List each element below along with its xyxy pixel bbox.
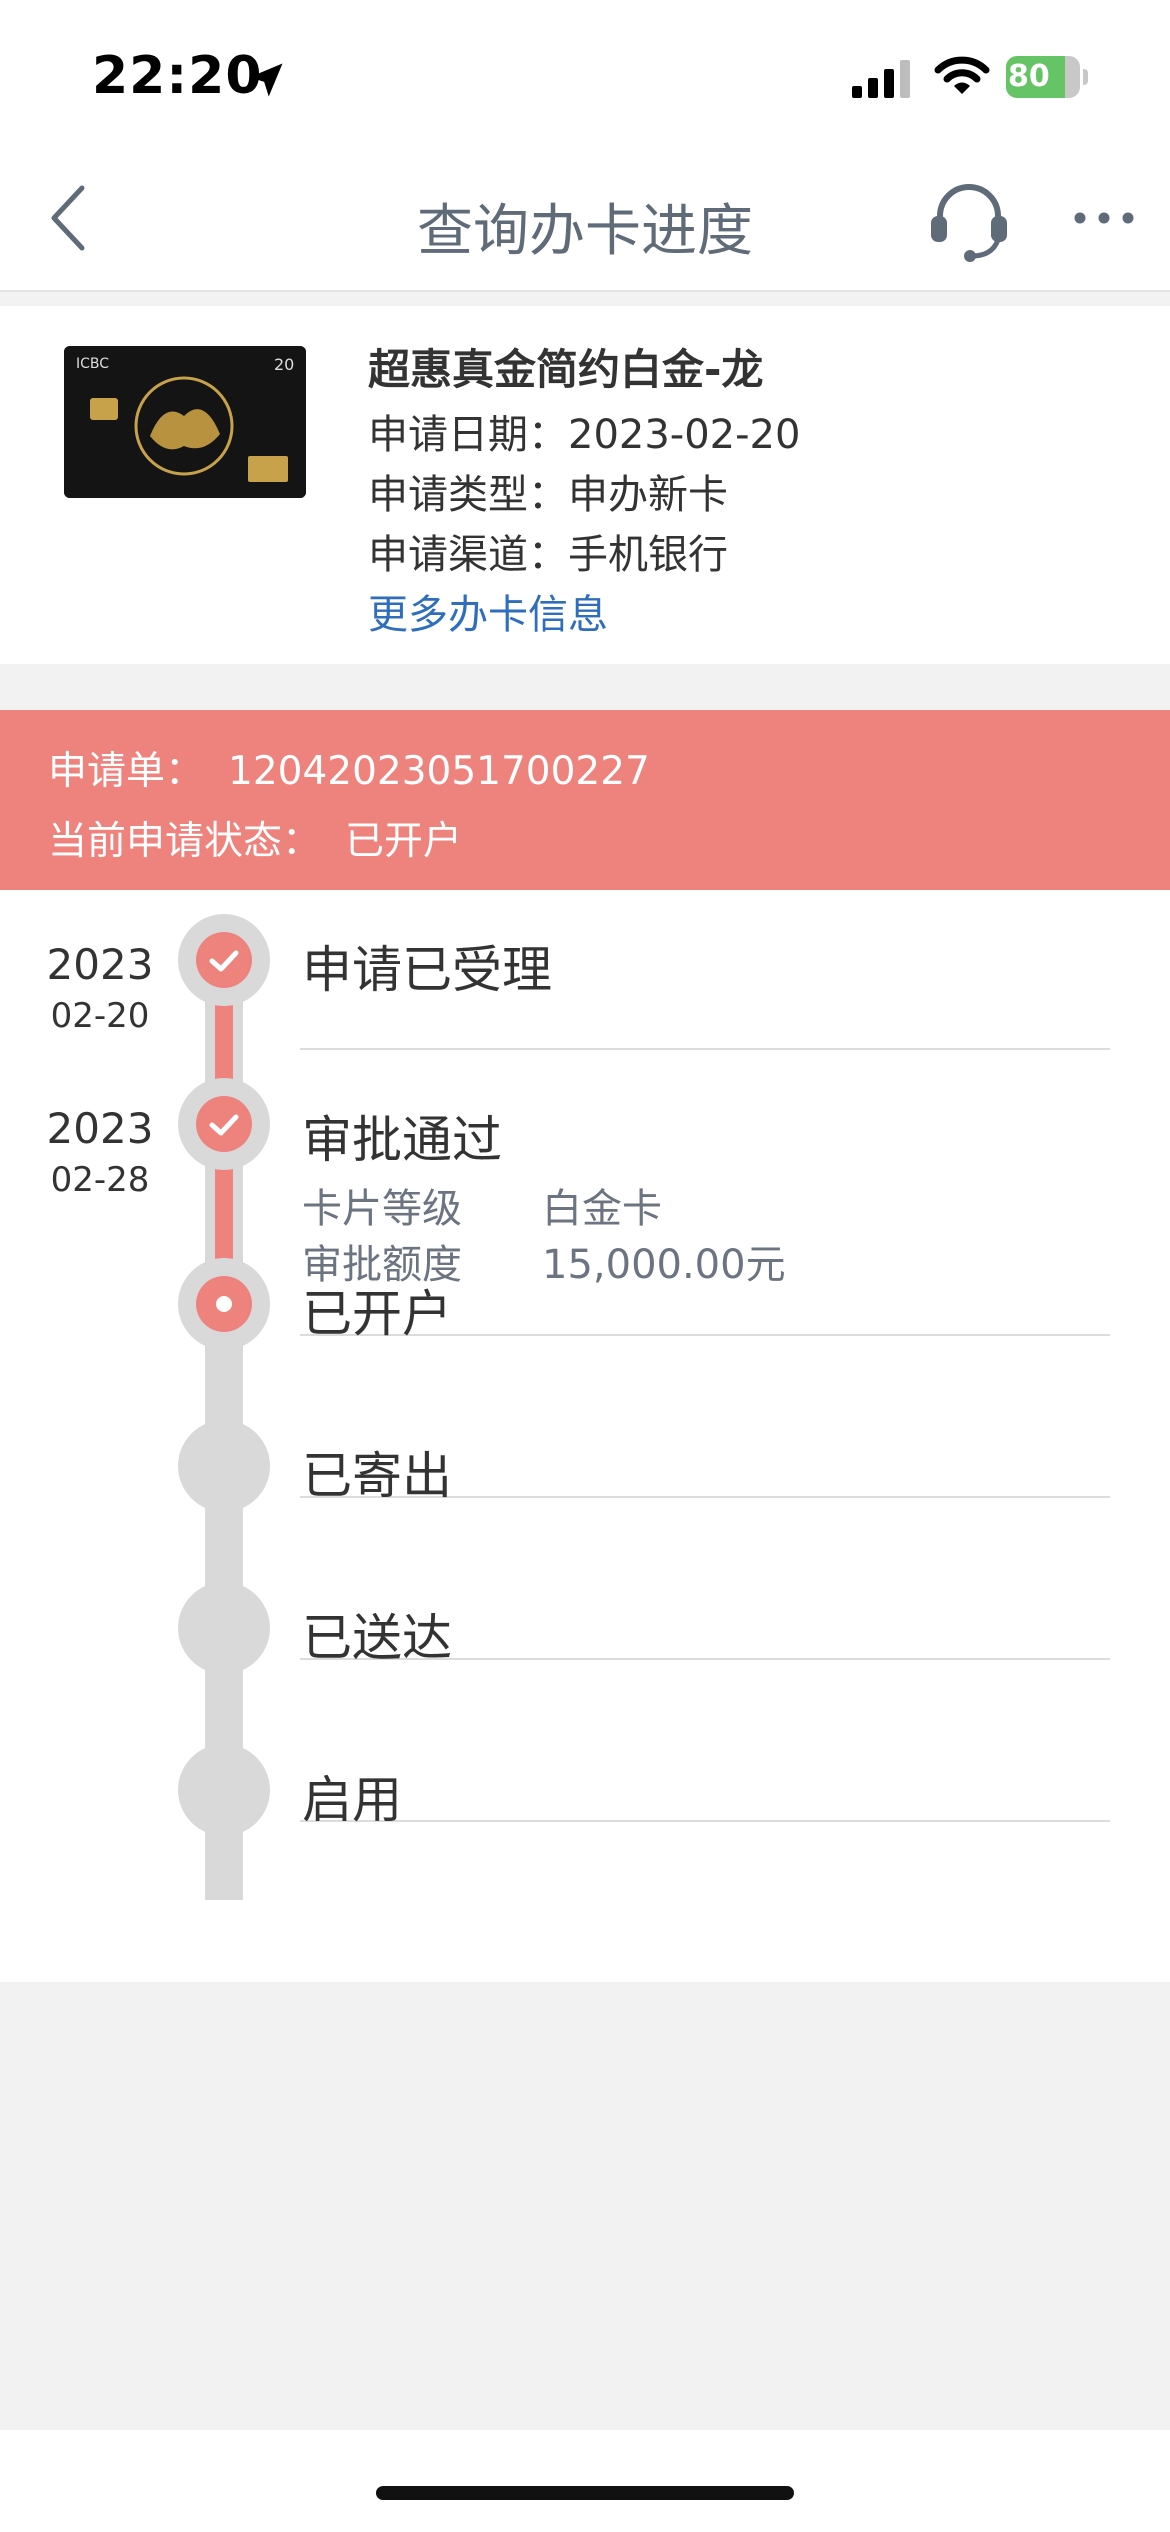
card-info-section: ICBC 20 超惠真金简约白金-龙 申请日期：2023-02-20 申请类型：… bbox=[0, 306, 1170, 664]
battery-fill bbox=[1006, 56, 1065, 98]
card-brand-text: ICBC bbox=[76, 356, 109, 372]
apply-type: 申请类型：申办新卡 bbox=[368, 472, 728, 518]
divider bbox=[300, 1496, 1110, 1498]
divider bbox=[300, 1048, 1110, 1050]
step-2-label: 审批通过 bbox=[302, 1111, 502, 1169]
detail-value-credit-limit: 15,000.00元 bbox=[542, 1242, 786, 1288]
apply-date: 申请日期：2023-02-20 bbox=[368, 412, 801, 458]
step-5-label: 已送达 bbox=[302, 1609, 452, 1667]
status-bar: 22:20 80 bbox=[0, 0, 1170, 150]
battery-indicator: 80 bbox=[1006, 56, 1088, 98]
card-artwork-icon: ICBC 20 bbox=[64, 346, 306, 498]
step-6-label: 启用 bbox=[302, 1771, 402, 1829]
step-2-date: 02-28 bbox=[50, 1160, 150, 1200]
apply-channel: 申请渠道：手机银行 bbox=[368, 532, 728, 578]
order-label: 申请单： bbox=[48, 749, 205, 794]
card-name: 超惠真金简约白金-龙 bbox=[368, 345, 764, 394]
step-2-year: 2023 bbox=[46, 1104, 154, 1153]
more-card-info-link[interactable]: 更多办卡信息 bbox=[368, 592, 608, 638]
card-number-text: 20 bbox=[274, 355, 294, 374]
current-step-dot bbox=[216, 1296, 232, 1312]
wifi-icon bbox=[934, 56, 990, 94]
state-label: 当前申请状态： bbox=[48, 819, 322, 864]
checkmark-icon bbox=[209, 1114, 239, 1136]
step-3-label: 已开户 bbox=[302, 1285, 452, 1343]
divider bbox=[300, 1658, 1110, 1660]
back-chevron-icon[interactable] bbox=[44, 180, 94, 256]
page-title: 查询办卡进度 bbox=[417, 199, 753, 264]
location-arrow-icon bbox=[249, 63, 283, 97]
step-4-label: 已寄出 bbox=[302, 1447, 452, 1505]
more-dots-icon[interactable] bbox=[1072, 208, 1136, 228]
step-1-label: 申请已受理 bbox=[302, 941, 552, 999]
step-1-date: 02-20 bbox=[50, 996, 150, 1036]
detail-key-card-level: 卡片等级 bbox=[302, 1186, 462, 1232]
step-3-node bbox=[178, 1258, 270, 1350]
customer-service-headset-icon[interactable] bbox=[928, 176, 1010, 264]
order-number: 12042023051700227 bbox=[228, 749, 650, 794]
nav-bar: 查询办卡进度 bbox=[0, 150, 1170, 292]
bottom-safe-area bbox=[0, 2430, 1170, 2532]
checkmark-icon bbox=[209, 950, 239, 972]
cellular-signal-icon bbox=[852, 60, 910, 98]
divider bbox=[300, 1334, 1110, 1336]
divider bbox=[300, 1820, 1110, 1822]
step-1-node bbox=[178, 914, 270, 1006]
step-1-year: 2023 bbox=[46, 940, 154, 989]
step-4-node bbox=[178, 1420, 270, 1512]
detail-value-card-level: 白金卡 bbox=[542, 1186, 662, 1232]
credit-card-image: ICBC 20 bbox=[64, 346, 306, 498]
step-2-node bbox=[178, 1078, 270, 1170]
status-time: 22:20 bbox=[92, 46, 263, 106]
step-5-node bbox=[178, 1582, 270, 1674]
step-6-node bbox=[178, 1744, 270, 1836]
home-indicator[interactable] bbox=[376, 2486, 794, 2500]
progress-timeline: 2023 02-20 申请已受理 2023 02-28 审批通过 卡片等级 白金… bbox=[0, 890, 1170, 1982]
state-value: 已开户 bbox=[345, 819, 463, 864]
application-status-banner: 申请单： 12042023051700227 当前申请状态： 已开户 bbox=[0, 710, 1170, 890]
battery-percent: 80 bbox=[1008, 59, 1050, 94]
detail-key-credit-limit: 审批额度 bbox=[302, 1242, 462, 1288]
